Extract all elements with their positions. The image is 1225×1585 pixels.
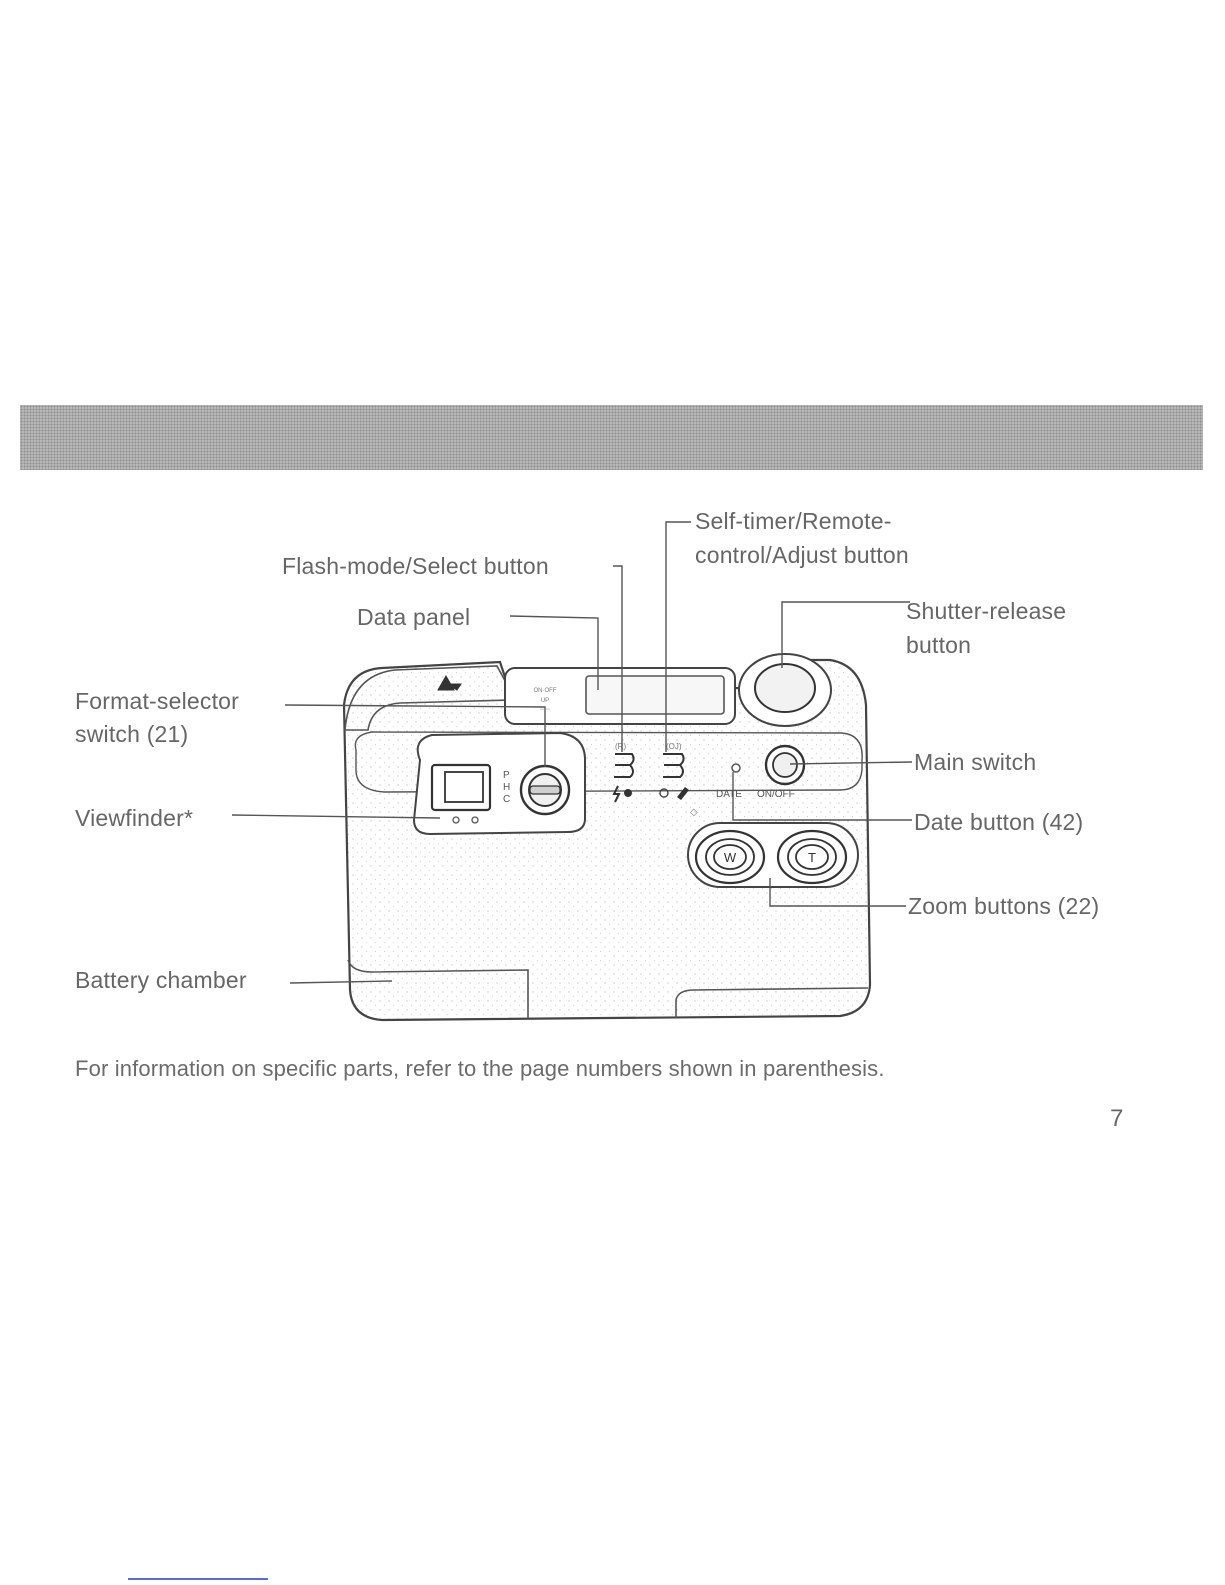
format-letter-p: P <box>503 770 510 781</box>
self-timer-button <box>663 753 685 778</box>
battery-chamber-cover <box>347 959 529 1018</box>
label-shutter-release: Shutter-release button <box>906 598 1067 658</box>
leader-format-selector <box>284 704 546 767</box>
label-self-timer: Self-timer/Remote- control/Adjust button <box>695 508 909 568</box>
date-button <box>731 763 741 773</box>
leader-battery-chamber <box>289 980 393 984</box>
section-header-bar <box>20 405 1203 470</box>
camera-back-diagram: ON·OFF UP ◦◦ ◦◦ P H C (R) (OJ) DATE ON/O… <box>231 521 913 1022</box>
leader-date-button <box>732 772 912 821</box>
svg-text:◇: ◇ <box>690 807 698 818</box>
format-letter-h: H <box>503 782 510 793</box>
label-main-switch: Main switch <box>914 749 1037 775</box>
lightning-icon <box>612 785 621 803</box>
label-battery-chamber: Battery chamber <box>75 967 247 993</box>
self-timer-icon <box>659 788 669 798</box>
onoff-marking: ON/OFF <box>757 789 795 800</box>
caption-text: For information on specific parts, refer… <box>75 1056 885 1081</box>
label-flash-mode: Flash-mode/Select button <box>282 553 549 579</box>
brand-logo-icon <box>437 674 462 691</box>
leader-shutter-release <box>781 601 910 668</box>
leader-data-panel <box>509 615 599 690</box>
footer-rule <box>128 1578 268 1580</box>
svg-text:(R): (R) <box>615 742 626 751</box>
shutter-release-button <box>754 663 816 713</box>
label-format-selector: Format-selector switch (21) <box>75 688 240 747</box>
leader-self-timer <box>665 521 691 752</box>
label-zoom-buttons: Zoom buttons (22) <box>908 893 1100 919</box>
label-viewfinder: Viewfinder* <box>75 805 194 831</box>
data-panel-display <box>585 675 725 715</box>
svg-text:UP: UP <box>541 698 549 704</box>
zoom-wide-label: W <box>724 850 737 865</box>
format-letter-c: C <box>503 794 510 805</box>
leader-main-switch <box>789 761 913 765</box>
label-data-panel: Data panel <box>357 604 471 630</box>
leader-viewfinder <box>231 814 441 819</box>
flash-mode-button <box>614 753 635 778</box>
leader-flash-mode <box>613 565 623 752</box>
label-date-button: Date button (42) <box>914 809 1084 835</box>
svg-text:ON·OFF: ON·OFF <box>534 688 557 694</box>
leader-zoom-buttons <box>769 878 906 907</box>
remote-control-icon <box>677 787 689 800</box>
zoom-tele-label: T <box>808 850 816 865</box>
red-eye-icon <box>624 789 632 797</box>
svg-text:(OJ): (OJ) <box>666 742 682 751</box>
date-marking: DATE <box>716 789 742 800</box>
page-number: 7 <box>1110 1105 1124 1132</box>
